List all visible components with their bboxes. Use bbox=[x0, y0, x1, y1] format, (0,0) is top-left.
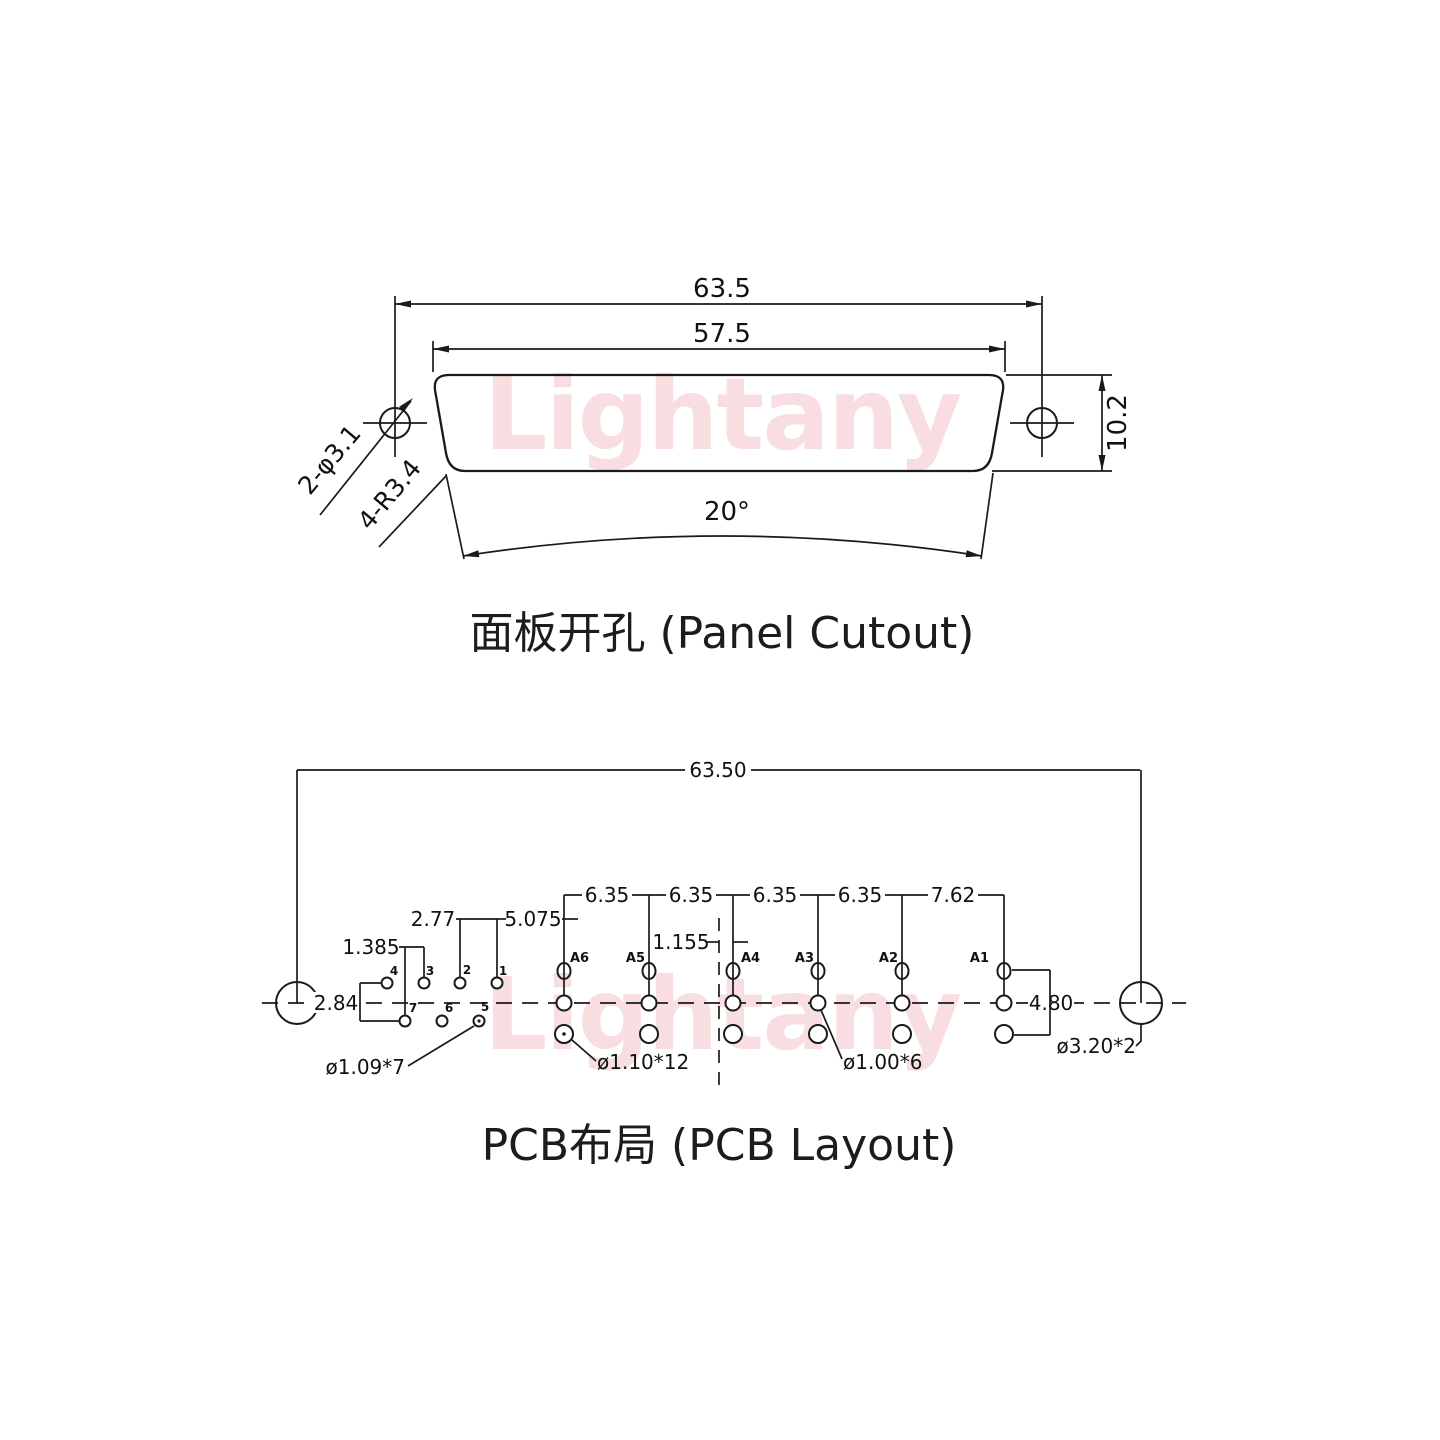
pcb-hole-small-label: ø1.09*7 bbox=[326, 1055, 406, 1079]
pin-7 bbox=[398, 1014, 412, 1028]
pcb-dim-gap: 5.075 bbox=[504, 907, 561, 931]
mask-284 bbox=[312, 992, 362, 1013]
panel-dimension-lines bbox=[319, 300, 1112, 560]
panel-label-corner-radius: 4-R3.4 bbox=[352, 454, 427, 536]
pcb-dim-coax-row-spacing: 4.80 bbox=[1029, 991, 1074, 1015]
coax-a1 bbox=[994, 962, 1014, 1044]
panel-dim-height: 10.2 bbox=[1103, 394, 1133, 452]
label-a4: A4 bbox=[741, 951, 760, 966]
pcb-coax-pins bbox=[554, 962, 1014, 1044]
panel-mount-hole-right bbox=[1010, 296, 1074, 457]
panel-dim-inner-width: 57.5 bbox=[693, 319, 751, 349]
pcb-hole-mount-label: ø3.20*2 bbox=[1057, 1034, 1137, 1058]
pcb-dim-small-pitch: 2.77 bbox=[411, 907, 456, 931]
label-a6: A6 bbox=[570, 951, 589, 966]
pin-1 bbox=[490, 976, 504, 990]
watermark-top: Lightany bbox=[484, 356, 961, 473]
label-a3: A3 bbox=[795, 951, 814, 966]
coax-a3 bbox=[808, 962, 828, 1044]
label-pin3: 3 bbox=[426, 964, 434, 978]
pcb-hole-coax-mid-label: ø1.10*12 bbox=[597, 1050, 689, 1074]
label-a5: A5 bbox=[626, 951, 645, 966]
panel-cutout-title: 面板开孔 (Panel Cutout) bbox=[470, 608, 975, 659]
coax-a2 bbox=[892, 962, 912, 1044]
pin-6 bbox=[435, 1014, 449, 1028]
pcb-layout-drawing: Lightany bbox=[262, 758, 1186, 1171]
pcb-layout-title: PCB布局 (PCB Layout) bbox=[482, 1120, 957, 1171]
panel-cutout-outline bbox=[433, 373, 1005, 473]
pcb-dim-small-row-spacing: 2.84 bbox=[314, 991, 359, 1015]
pcb-dim-row-offset: 1.385 bbox=[342, 935, 399, 959]
label-pin4: 4 bbox=[390, 964, 398, 978]
coax-a5 bbox=[639, 962, 659, 1044]
label-pin1: 1 bbox=[499, 964, 507, 978]
panel-mount-hole-left bbox=[363, 296, 427, 457]
panel-cutout-drawing: Lightany bbox=[292, 274, 1133, 659]
pin-3 bbox=[417, 976, 431, 990]
pcb-pitch-4: 6.35 bbox=[838, 883, 883, 907]
pcb-pitch-5: 7.62 bbox=[931, 883, 976, 907]
label-pin7: 7 bbox=[409, 1001, 417, 1015]
label-pin5: 5 bbox=[481, 1000, 489, 1014]
coax-a4 bbox=[723, 962, 743, 1044]
label-a1: A1 bbox=[970, 951, 989, 966]
panel-dim-outer-width: 63.5 bbox=[693, 274, 751, 304]
label-pin6: 6 bbox=[445, 1001, 453, 1015]
label-a2: A2 bbox=[879, 951, 898, 966]
pcb-pitch-1: 6.35 bbox=[585, 883, 630, 907]
pcb-signal-pins bbox=[380, 976, 504, 1028]
label-pin2: 2 bbox=[463, 963, 471, 977]
mask-480 bbox=[1028, 992, 1074, 1013]
panel-dim-angle: 20° bbox=[704, 497, 750, 527]
panel-label-mount-holes: 2-φ3.1 bbox=[292, 419, 366, 500]
pcb-pitch-2: 6.35 bbox=[669, 883, 714, 907]
coax-a6 bbox=[554, 962, 574, 1044]
pcb-pitch-3: 6.35 bbox=[753, 883, 798, 907]
pcb-hole-coax-bottom-label: ø1.00*6 bbox=[843, 1050, 923, 1074]
pcb-dim-outer-width: 63.50 bbox=[689, 758, 746, 782]
pin-4 bbox=[380, 976, 394, 990]
pin-2 bbox=[453, 976, 467, 990]
pcb-dim-center-offset: 1.155 bbox=[652, 930, 709, 954]
